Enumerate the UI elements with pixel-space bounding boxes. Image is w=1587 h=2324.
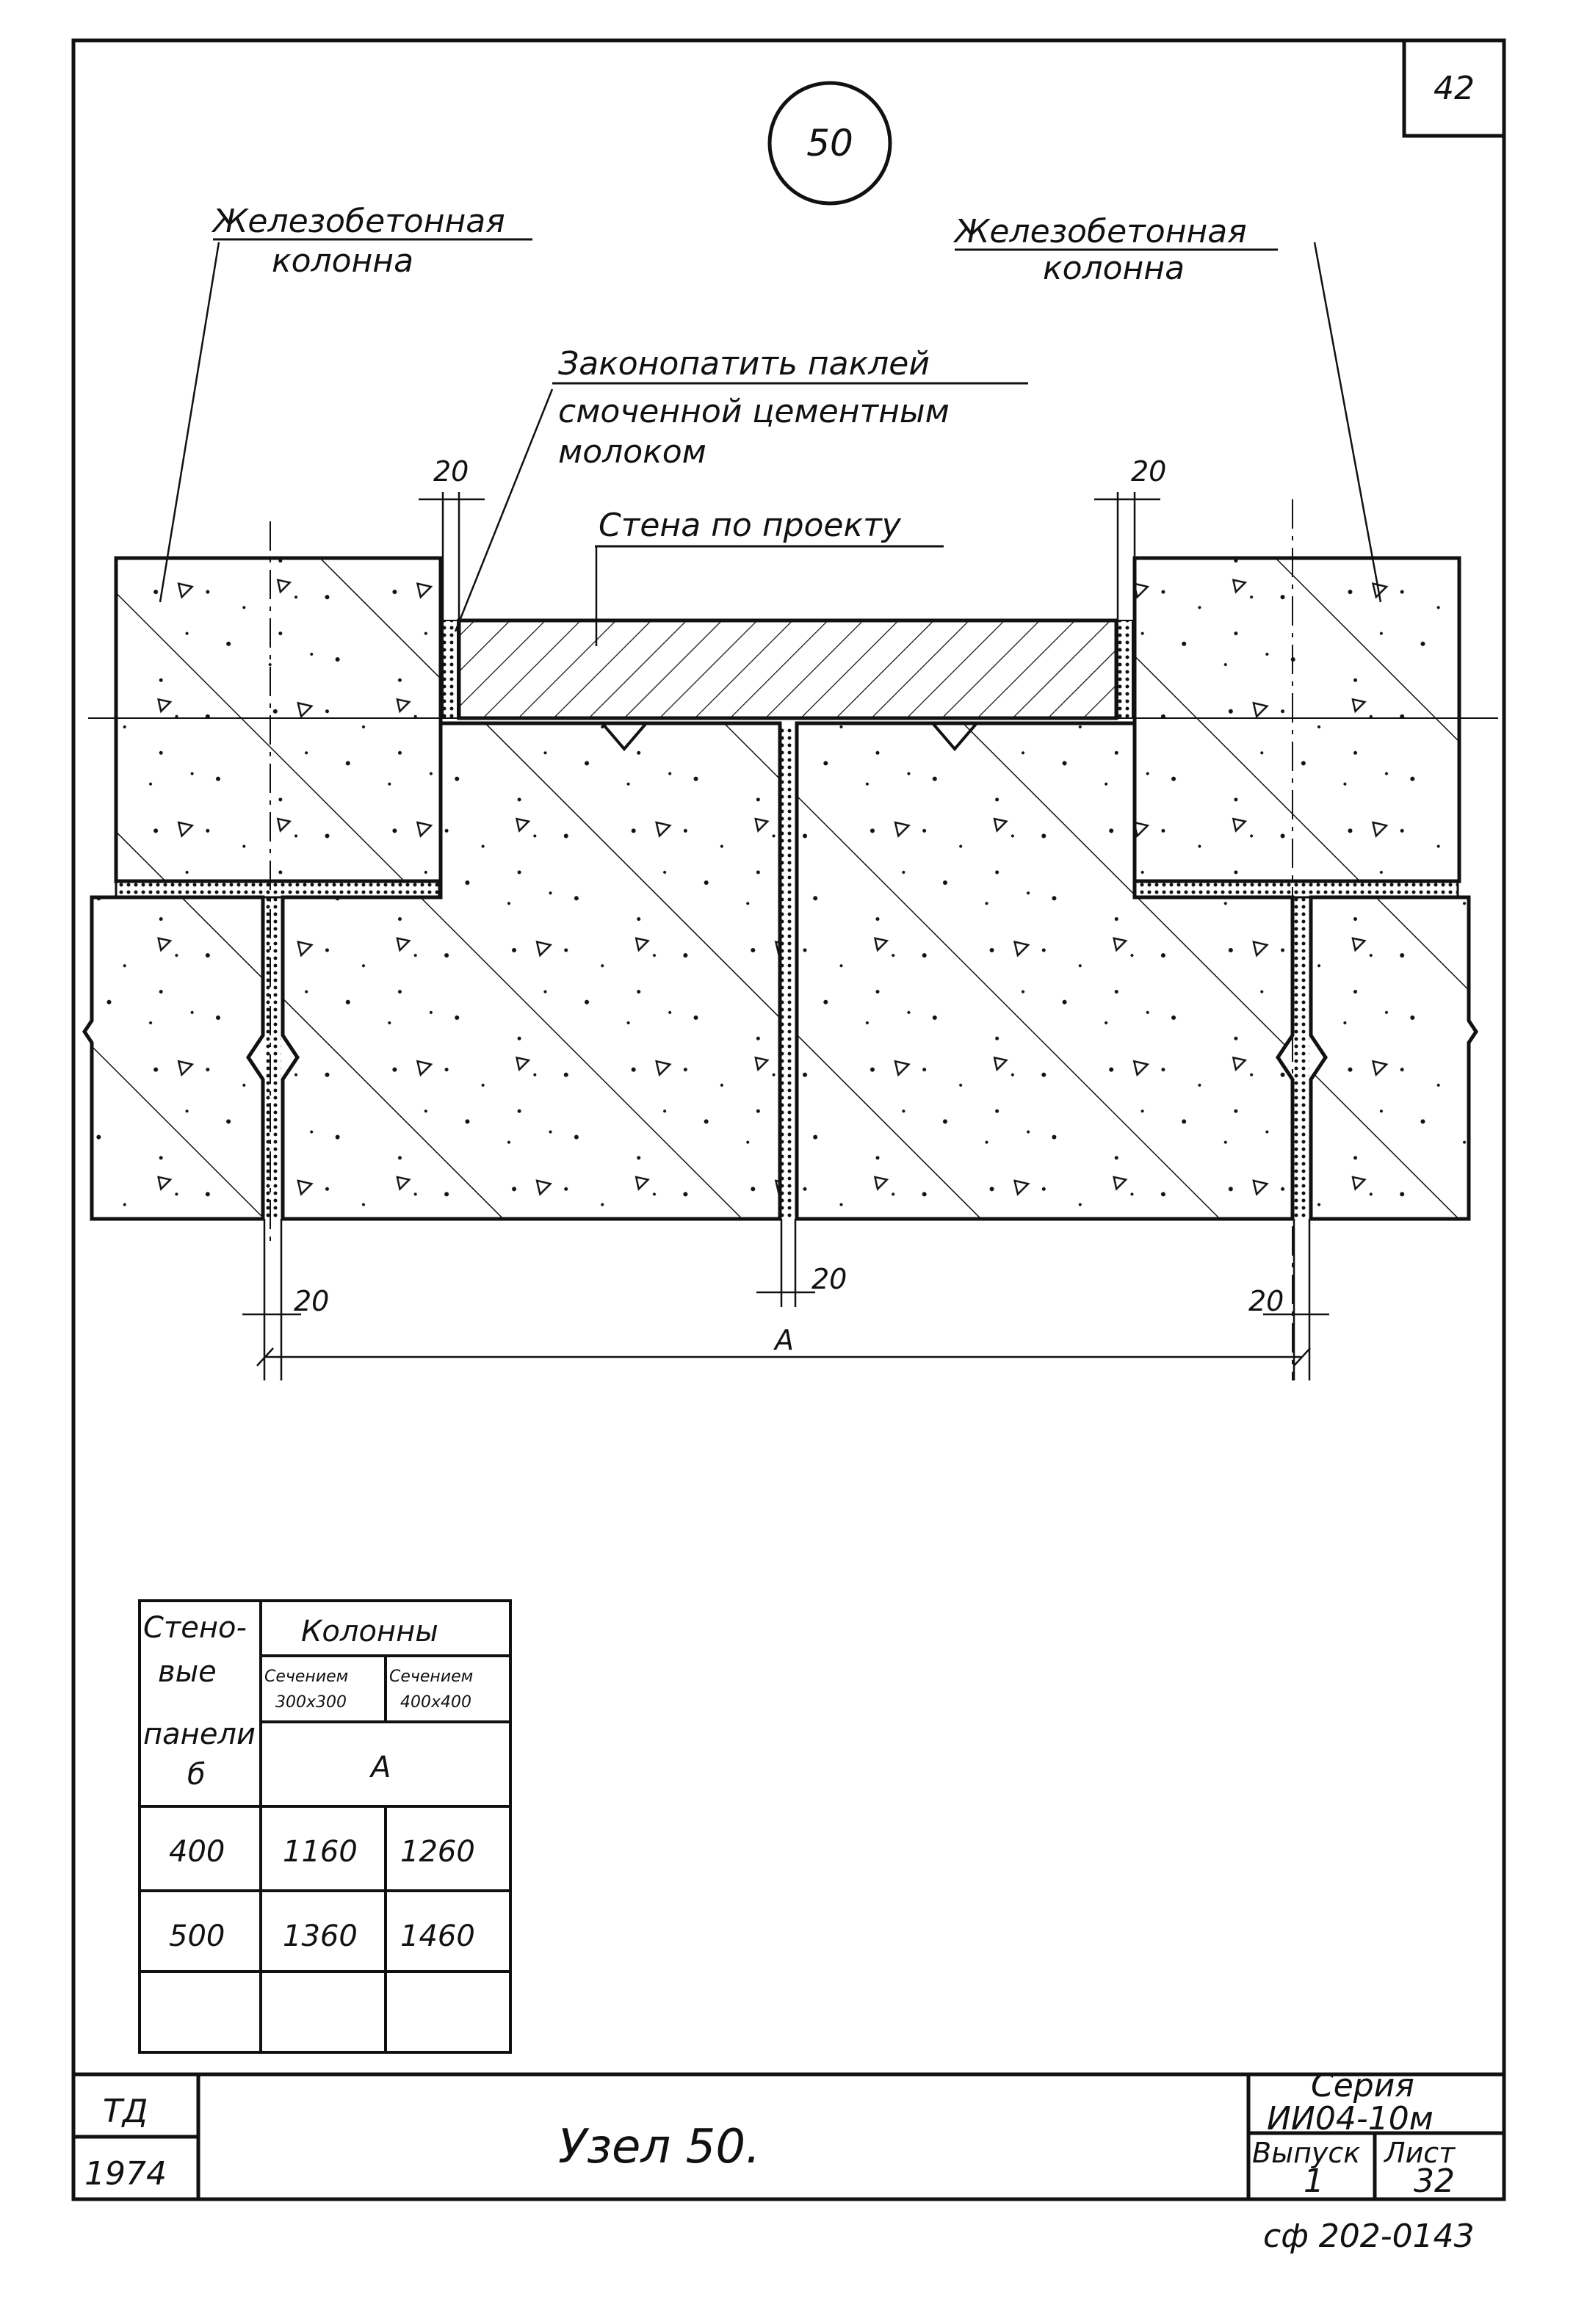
archive-code: сф 202-0143 — [1263, 2218, 1475, 2255]
joint-middle — [781, 727, 795, 1219]
dimension-top-right: 20 — [1094, 455, 1166, 620]
table-cell-r1c1: 400 — [169, 1835, 225, 1869]
label-wall-note: Стена по проекту — [595, 507, 944, 646]
dimension-bottom-mid-value: 20 — [811, 1263, 847, 1295]
sheet-label: Лист — [1383, 2137, 1456, 2169]
column-right — [1132, 556, 1461, 883]
table-col1-header-1: Стено- — [143, 1611, 247, 1645]
title-year: 1974 — [84, 2155, 167, 2193]
table-cell-r2c3: 1460 — [400, 1919, 475, 1953]
sheet-number-box: 42 — [1402, 38, 1506, 138]
panel-size-table — [138, 1599, 512, 2054]
dimension-overall: А — [256, 1324, 1311, 1366]
table-sub-header-1a: Сечением — [264, 1668, 348, 1686]
title-org: ТД — [103, 2093, 148, 2130]
caulk-note-line2: смоченной цементным — [558, 393, 950, 430]
issue-label: Выпуск — [1252, 2137, 1360, 2169]
dimension-top-right-value: 20 — [1131, 455, 1166, 488]
sheet-border — [71, 38, 1506, 2201]
dimension-bottom-left-value: 20 — [294, 1285, 329, 1317]
panel-left-main — [281, 721, 782, 1221]
series-value: ИИ04-10м — [1267, 2100, 1434, 2137]
table-group-header: Колонны — [301, 1615, 438, 1648]
joint-left — [264, 897, 281, 1219]
label-column-right-line1: Железобетонная — [952, 213, 1247, 250]
dimension-overall-value: А — [773, 1324, 794, 1356]
caulk-seal-right — [1117, 620, 1133, 719]
mortar-bed-right — [1133, 880, 1459, 899]
wall-note: Стена по проекту — [599, 507, 902, 544]
sheet-number: 42 — [1434, 70, 1475, 107]
sheet-value: 32 — [1414, 2162, 1455, 2200]
caulk-seal-left — [442, 620, 458, 719]
label-column-left-line1: Железобетонная — [211, 203, 505, 240]
caulk-note-line3: молоком — [558, 433, 706, 471]
table-cell-r1c2: 1160 — [283, 1835, 358, 1869]
table-text: Стено- вые панели б Колонны Сечением 300… — [143, 1611, 475, 1953]
issue-value: 1 — [1304, 2162, 1324, 2200]
mortar-bed-left — [115, 880, 441, 899]
table-sub-header-2b: 400х400 — [400, 1693, 471, 1712]
title-block-text: ТД 1974 Узел 50. Серия ИИ04-10м Выпуск 1… — [84, 2067, 1475, 2255]
dimension-top-left-value: 20 — [433, 455, 469, 488]
label-column-right: Железобетонная колонна — [952, 213, 1382, 603]
table-col1-header-4: б — [187, 1758, 206, 1792]
table-sub-header-1b: 300х300 — [275, 1693, 347, 1712]
drawing-title: Узел 50. — [558, 2120, 760, 2174]
joint-right — [1294, 897, 1309, 1219]
title-block — [73, 2072, 1504, 2199]
series-label: Серия — [1311, 2067, 1414, 2104]
dimension-bottom-right: 20 — [1248, 1219, 1329, 1380]
node-marker: 50 — [767, 81, 892, 206]
label-caulk-note: Законопатить паклей смоченной цементным … — [454, 345, 1028, 632]
label-column-left-line2: колонна — [272, 242, 413, 280]
panel-far-left — [82, 895, 265, 1221]
dimension-bottom-mid: 20 — [756, 1219, 847, 1307]
table-cell-r1c3: 1260 — [400, 1835, 475, 1869]
wall-by-project — [457, 618, 1118, 720]
panel-right-main — [795, 721, 1295, 1221]
label-column-left: Железобетонная колонна — [159, 203, 532, 603]
caulk-note-line1: Законопатить паклей — [558, 345, 930, 383]
table-sub-header-2a: Сечением — [389, 1668, 473, 1686]
panel-far-right — [1309, 895, 1479, 1221]
table-cell-r2c1: 500 — [169, 1919, 225, 1953]
label-column-right-line2: колонна — [1043, 250, 1185, 287]
node-number: 50 — [806, 122, 853, 164]
table-col1-header-2: вые — [158, 1655, 217, 1689]
dimension-top-left: 20 — [419, 455, 485, 620]
column-left — [114, 556, 443, 883]
table-col1-header-3: панели — [143, 1717, 256, 1751]
dimension-bottom-left: 20 — [242, 1219, 329, 1380]
table-cell-r2c2: 1360 — [283, 1919, 358, 1953]
table-a-header: А — [369, 1751, 391, 1784]
dimension-bottom-right-value: 20 — [1248, 1285, 1284, 1317]
